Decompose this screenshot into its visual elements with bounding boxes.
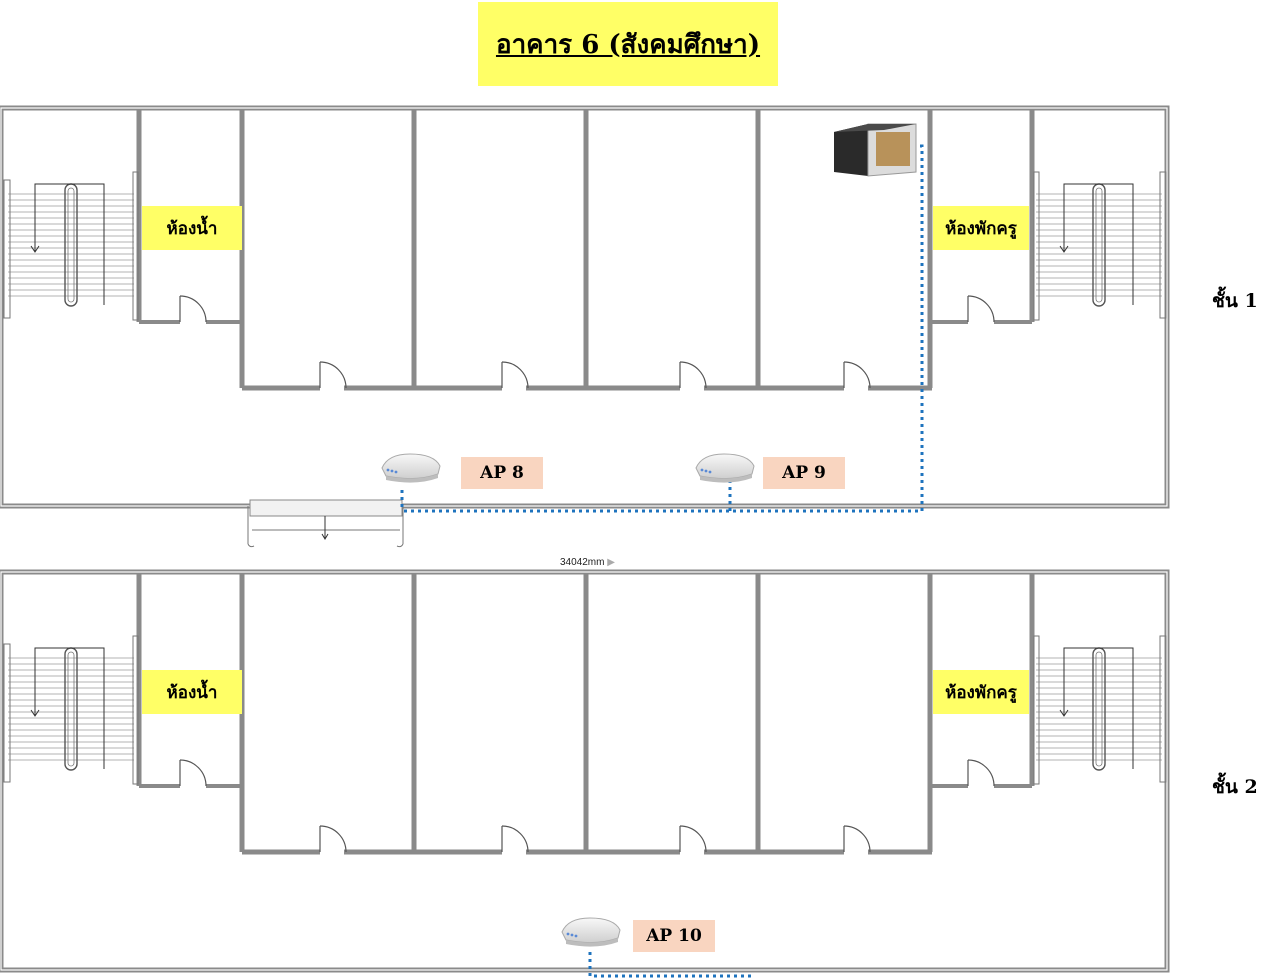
network-rack-icon <box>834 123 917 177</box>
floor-2-cables <box>588 952 752 978</box>
floor-2-plan <box>0 569 1170 978</box>
dimension-label: 34042mm ▶ <box>560 557 615 568</box>
restroom-label: ห้องน้ำ <box>142 206 242 250</box>
floor-1-cables <box>400 144 924 513</box>
floor-2-doors <box>179 759 995 855</box>
dimension-value: 34042mm <box>560 557 605 568</box>
floor-1-left-stairs <box>3 171 139 321</box>
floor-2-right-stairs <box>1033 635 1167 785</box>
floor-1-right-stairs <box>1033 171 1167 321</box>
ap-label: AP 10 <box>633 920 715 952</box>
floor-2-left-stairs <box>3 635 139 785</box>
teacher-room-label: ห้องพักครู <box>933 670 1029 714</box>
restroom-label: ห้องน้ำ <box>142 670 242 714</box>
floor-1-doors <box>179 295 995 391</box>
floor-1-entry-stairs <box>247 499 404 548</box>
page-title: อาคาร 6 (สังคมศึกษา) <box>495 29 761 60</box>
title-banner: อาคาร 6 (สังคมศึกษา) <box>478 2 778 86</box>
ap-label: AP 9 <box>763 457 845 489</box>
ap-label: AP 8 <box>461 457 543 489</box>
floor-1-plan <box>0 105 1170 548</box>
access-point-icon <box>695 453 755 483</box>
floor-label: ชั้น 1 <box>1212 290 1258 312</box>
access-point-icon <box>561 917 621 947</box>
floor-label: ชั้น 2 <box>1212 776 1258 798</box>
teacher-room-label: ห้องพักครู <box>933 206 1029 250</box>
play-arrow-icon: ▶ <box>607 557 615 568</box>
access-point-icon <box>381 453 441 483</box>
